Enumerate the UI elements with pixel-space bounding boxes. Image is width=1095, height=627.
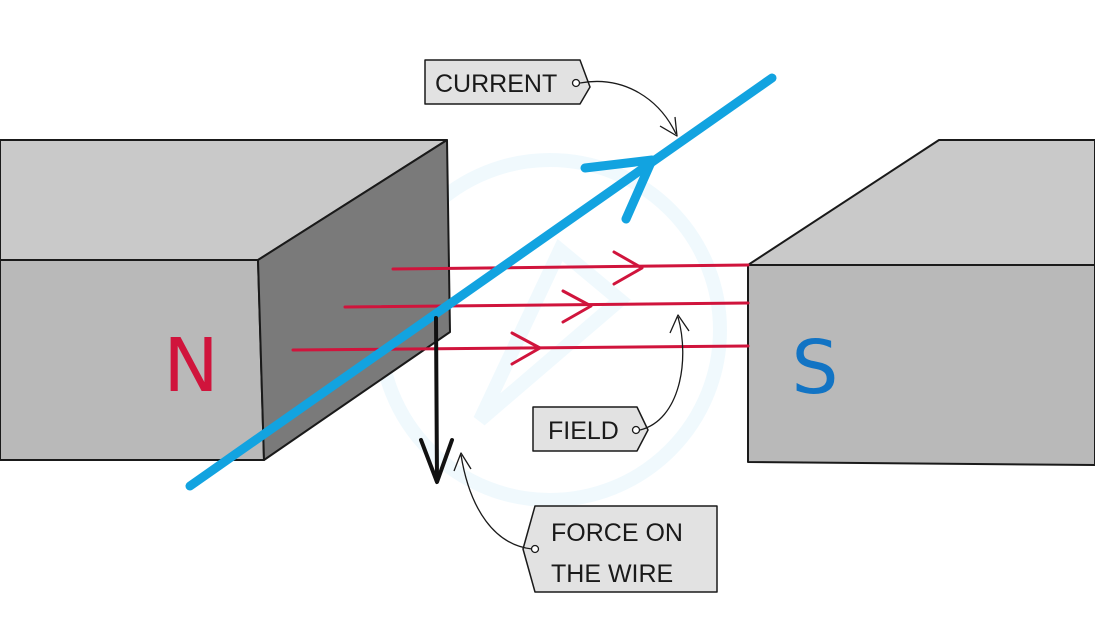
current-pointer [579,80,677,135]
arrow-right-icon [612,250,644,286]
pointer-arrowhead [453,452,472,472]
current-label-tag: CURRENT [424,59,678,137]
force-pointer [460,454,533,550]
field-tag-shape [532,406,649,452]
tag-hole [631,425,641,435]
field-line [291,344,750,352]
force-tag-shape [522,505,718,593]
south-magnet-top [747,139,1095,266]
wire [185,73,777,491]
field-pointer [639,316,684,431]
arrow-right-icon [510,331,542,366]
north-magnet-front [0,259,265,461]
pointer-arrowhead [669,314,690,334]
field-line [343,301,750,309]
current-tag-shape [424,59,591,105]
current-label: CURRENT [435,70,557,98]
field-label: FIELD [548,417,619,445]
force-line [434,316,439,482]
force-arrow [419,316,454,484]
arrow-down-icon [419,438,454,484]
current-wire [185,73,777,491]
tag-hole [571,78,581,88]
arrow-up-right-icon [580,155,657,224]
south-pole-label: S [792,325,839,411]
south-magnet: S [747,139,1095,466]
force-label-line1: FORCE ON [551,519,683,547]
arrow-right-icon [561,289,593,324]
field-label-tag: FIELD [532,314,690,452]
field-line [391,263,750,271]
north-magnet-side [257,139,451,461]
south-magnet-front [747,264,1095,466]
tag-hole [530,544,540,554]
force-label-line2: THE WIRE [551,560,673,588]
magnetic-field-lines [291,250,750,366]
north-magnet: N [0,139,451,461]
force-label-tag: FORCE ON THE WIRE [453,452,718,593]
north-pole-label: N [163,323,218,409]
pointer-arrowhead [659,116,678,137]
